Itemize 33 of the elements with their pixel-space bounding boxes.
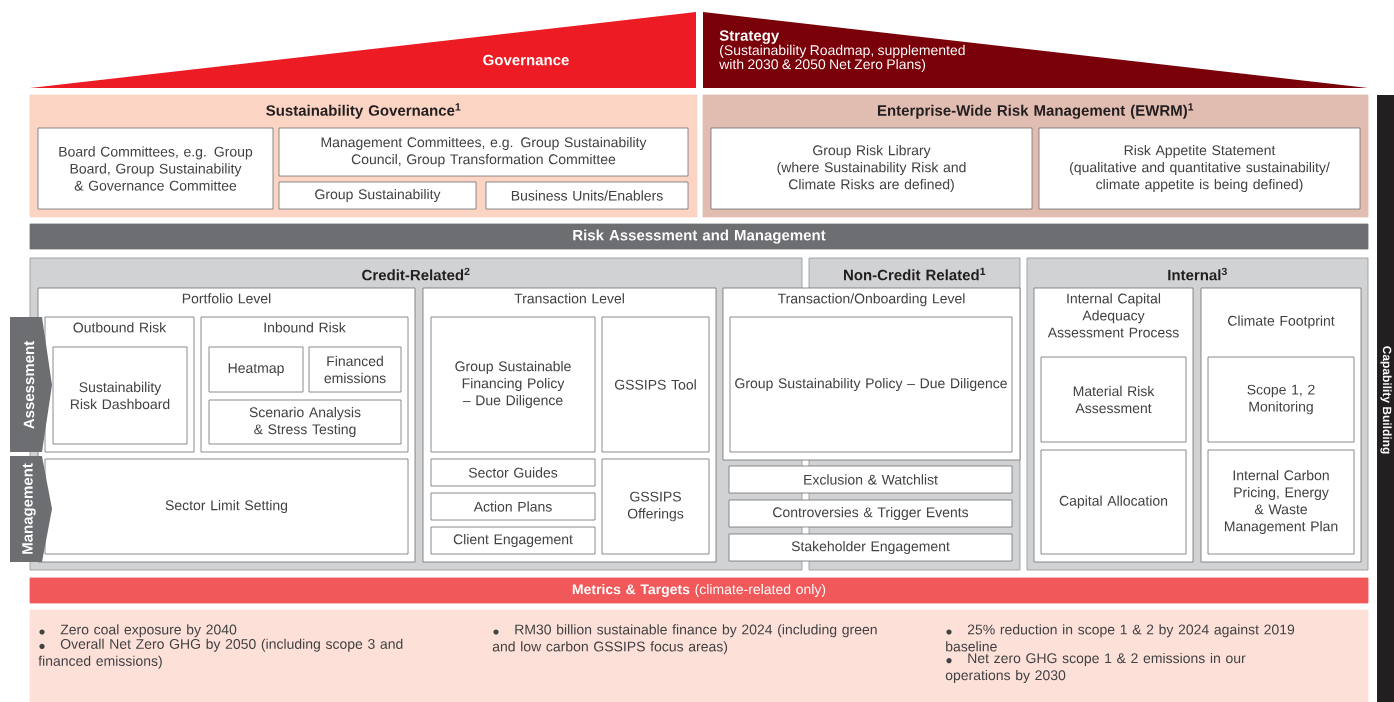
item-box: Controversies & Trigger Events bbox=[728, 499, 1013, 528]
governance-banner: Governance bbox=[30, 12, 696, 88]
item-box: Group Sustainable Financing Policy – Due Diligence bbox=[430, 316, 596, 453]
item-box: Board Committees, e.g. Group Board, Group Sustainability & Governance Committee bbox=[37, 127, 274, 210]
side-bar: Capability Building bbox=[1377, 95, 1394, 702]
item-box: Group Risk Library (where Sustainability Risk and Climate Risks are defined) bbox=[710, 127, 1033, 210]
targets-panel: Zero coal exposure by 2040 Overall Net Zero GHG by 2050 (including scope 3 and financed emissions) RM30 billion sustainable finance by 2024 (including green and low carbon GSSIPS focus areas) 25% reduction in scope 1 & 2 by 2024 against 2019 baseline Net zero GHG scope 1 & 2 emissions in our operations by 2030 bbox=[29, 609, 1369, 702]
item-box: Action Plans bbox=[430, 492, 596, 521]
item-box: Scenario Analysis & Stress Testing bbox=[208, 399, 402, 445]
item-box: Risk Appetite Statement (qualitative and quantitative sustainability/ climate appetite is being defined) bbox=[1038, 127, 1361, 210]
item-box: Group Sustainability Policy – Due Diligence bbox=[729, 316, 1013, 453]
item-box: Business Units/Enablers bbox=[485, 181, 689, 210]
item-box: Exclusion & Watchlist bbox=[728, 465, 1013, 494]
item-box: Internal Carbon Pricing, Energy & Waste Management Plan bbox=[1207, 449, 1355, 555]
item-box: Capital Allocation bbox=[1040, 449, 1187, 555]
item-box: Material Risk Assessment bbox=[1040, 356, 1187, 443]
item-box: Financed emissions bbox=[308, 346, 402, 393]
item-box: Heatmap bbox=[208, 346, 304, 393]
item-box: Stakeholder Engagement bbox=[728, 533, 1013, 562]
item-box: Scope 1, 2 Monitoring bbox=[1207, 356, 1355, 443]
row-tab: Management bbox=[10, 456, 52, 562]
item-box: Management Committees, e.g. Group Sustainability Council, Group Transformation Committee bbox=[278, 127, 689, 177]
strategy-banner: Strategy (Sustainability Roadmap, supplemented with 2030 & 2050 Net Zero Plans) bbox=[703, 12, 1368, 88]
header-bar: Metrics & Targets (climate-related only) bbox=[29, 577, 1369, 604]
row-tab: Assessment bbox=[10, 317, 52, 452]
item-box: Group Sustainability bbox=[278, 181, 477, 210]
item-box: Sector Guides bbox=[430, 458, 596, 487]
header-bar: Risk Assessment and Management bbox=[29, 223, 1369, 250]
item-box: GSSIPS Offerings bbox=[601, 458, 710, 555]
item-box: Sustainability Risk Dashboard bbox=[52, 346, 188, 445]
item-box: Client Engagement bbox=[430, 526, 596, 555]
item-box: GSSIPS Tool bbox=[601, 316, 710, 453]
item-box: Sector Limit Setting bbox=[44, 458, 409, 555]
